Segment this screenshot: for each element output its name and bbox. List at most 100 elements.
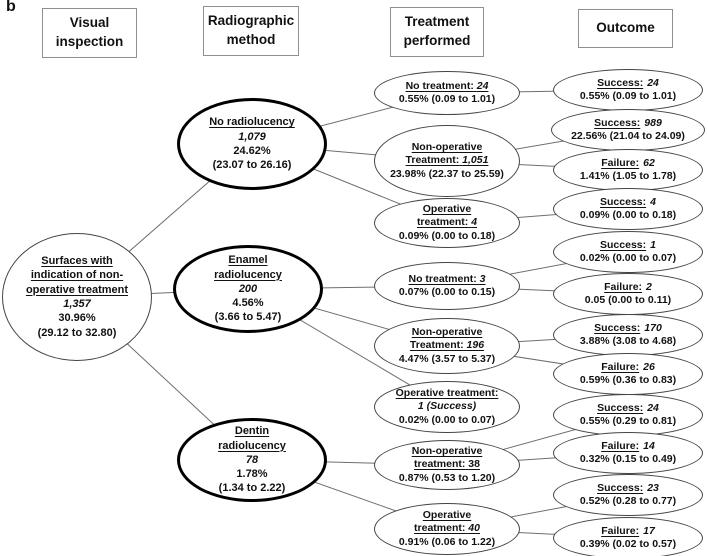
- node-stats: 0.39% (0.02 to 0.57): [579, 538, 677, 550]
- node-count: 2: [646, 280, 652, 293]
- node-stats: 0.09% (0.00 to 0.18): [398, 229, 496, 242]
- node-stats: 0.02% (0.00 to 0.07): [579, 252, 677, 264]
- node-count: 1: [650, 238, 656, 251]
- node-title: Success:170: [594, 321, 662, 334]
- node-title: indication of non-: [30, 269, 124, 282]
- node-count: 1,357: [63, 298, 91, 310]
- node-count: 24: [476, 79, 489, 92]
- treatment-node-no-treatment-3: No treatment: 3 0.07% (0.00 to 0.15): [374, 262, 520, 310]
- treatment-node-no-treatment-24: No treatment: 24 0.55% (0.09 to 1.01): [374, 71, 520, 115]
- treatment-node-non-operative-196: Non-operative Treatment: 196 4.47% (3.57…: [374, 318, 520, 374]
- treatment-node-non-operative-38: Non-operative treatment: 38 0.87% (0.53 …: [374, 440, 520, 490]
- node-stats: 0.07% (0.00 to 0.15): [398, 286, 496, 298]
- node-count: 3: [479, 272, 486, 285]
- node-count: 23: [647, 481, 659, 494]
- node-title: Operative treatment:: [395, 386, 499, 399]
- node-count: 14: [643, 439, 655, 452]
- node-stats: 0.05 (0.00 to 0.11): [584, 294, 672, 306]
- node-stats: 0.91% (0.06 to 1.22): [398, 535, 496, 548]
- node-count: 196: [466, 339, 485, 352]
- node-title: Surfaces with: [41, 255, 113, 268]
- outcome-node-success-170: Success:170 3.88% (3.08 to 4.68): [553, 314, 703, 356]
- node-stats: 0.59% (0.36 to 0.83): [579, 374, 677, 386]
- node-stats: 22.56% (21.04 to 24.09): [571, 130, 685, 142]
- node-percent: 1.78%: [236, 468, 268, 481]
- node-title: Success:24: [597, 76, 659, 89]
- outcome-node-failure-26: Failure:26 0.59% (0.36 to 0.83): [553, 353, 703, 395]
- node-count: 38: [468, 458, 480, 471]
- node-count: 1,051: [462, 154, 489, 167]
- node-ci: (1.34 to 2.22): [218, 482, 286, 495]
- node-stats: 3.88% (3.08 to 4.68): [579, 335, 677, 347]
- node-stats: 0.55% (0.09 to 1.01): [398, 93, 496, 105]
- radiographic-node-no-radiolucency: No radiolucency 1,079 24.62% (23.07 to 2…: [177, 98, 327, 190]
- node-title: Non-operative: [411, 444, 483, 457]
- node-title: treatment: 40: [414, 522, 480, 535]
- node-title: Failure:2: [604, 280, 652, 293]
- node-title: Failure:17: [601, 524, 655, 537]
- node-title: Operative: [422, 202, 472, 215]
- node-stats: 1.41% (1.05 to 1.78): [579, 170, 677, 182]
- node-title: Non-operative: [411, 140, 483, 153]
- node-title: Treatment: 1,051: [405, 154, 489, 167]
- treatment-node-operative-4: Operative treatment: 4 0.09% (0.00 to 0.…: [374, 198, 520, 248]
- outcome-node-failure-14: Failure:14 0.32% (0.15 to 0.49): [553, 432, 703, 474]
- node-title: radiolucency: [214, 268, 282, 281]
- radiographic-node-enamel-radiolucency: Enamel radiolucency 200 4.56% (3.66 to 5…: [173, 245, 323, 333]
- outcome-node-success-23: Success:23 0.52% (0.28 to 0.77): [553, 474, 703, 516]
- node-stats: 4.47% (3.57 to 5.37): [398, 352, 496, 365]
- treatment-node-operative-1-success: Operative treatment: 1 (Success) 0.02% (…: [374, 381, 520, 433]
- node-title: operative treatment: [25, 283, 129, 296]
- treatment-node-non-operative-1051: Non-operative Treatment: 1,051 23.98% (2…: [374, 125, 520, 197]
- node-count: 24: [647, 401, 659, 414]
- radiographic-node-dentin-radiolucency: Dentin radiolucency 78 1.78% (1.34 to 2.…: [177, 418, 327, 502]
- node-percent: 4.56%: [232, 297, 264, 310]
- outcome-node-success-4: Success:4 0.09% (0.00 to 0.18): [553, 188, 703, 230]
- node-count: 62: [643, 156, 655, 169]
- treatment-node-operative-40: Operative treatment: 40 0.91% (0.06 to 1…: [374, 503, 520, 555]
- header-label: Visual inspection: [55, 15, 124, 49]
- node-title: treatment: 38: [414, 458, 480, 471]
- node-count: 1,079: [238, 130, 266, 143]
- node-ci: (23.07 to 26.16): [212, 159, 292, 172]
- node-title: treatment: 4: [416, 216, 478, 229]
- node-title: Operative: [422, 508, 472, 521]
- node-title: No radiolucency: [209, 116, 295, 129]
- node-title: Success:4: [600, 195, 656, 208]
- header-label: Outcome: [596, 20, 655, 36]
- node-title: Failure:62: [601, 156, 655, 169]
- node-stats: 0.87% (0.53 to 1.20): [398, 471, 496, 484]
- node-stats: 0.02% (0.00 to 0.07): [398, 413, 496, 426]
- node-count: 1 (Success): [417, 400, 477, 413]
- node-count: 170: [644, 321, 662, 334]
- header-radiographic-method: Radiographic method: [203, 6, 299, 56]
- node-count: 4: [650, 195, 656, 208]
- header-visual-inspection: Visual inspection: [42, 8, 137, 58]
- node-title: Success:989: [594, 116, 662, 129]
- node-count: 200: [238, 282, 258, 295]
- node-count: 24: [647, 76, 659, 89]
- node-count: 989: [644, 116, 662, 129]
- node-percent: 30.96%: [58, 312, 96, 325]
- node-count: 4: [471, 216, 478, 229]
- outcome-node-success-1: Success:1 0.02% (0.00 to 0.07): [553, 231, 703, 273]
- node-title: Dentin: [234, 425, 270, 438]
- node-title: Failure:26: [601, 360, 655, 373]
- header-outcome: Outcome: [578, 9, 673, 48]
- outcome-node-failure-17: Failure:17 0.39% (0.02 to 0.57): [553, 517, 703, 556]
- outcome-node-failure-2: Failure:2 0.05 (0.00 to 0.11): [553, 273, 703, 315]
- header-treatment-performed: Treatment performed: [390, 7, 484, 57]
- node-title: Success:24: [597, 401, 659, 414]
- visual-inspection-node: Surfaces with indication of non- operati…: [2, 233, 152, 361]
- node-stats: 0.55% (0.09 to 1.01): [579, 90, 677, 102]
- outcome-node-success-24b: Success:24 0.55% (0.29 to 0.81): [553, 394, 703, 436]
- outcome-node-failure-62: Failure:62 1.41% (1.05 to 1.78): [553, 149, 703, 191]
- node-stats: 0.32% (0.15 to 0.49): [579, 453, 677, 465]
- node-count: 17: [643, 524, 655, 537]
- outcome-node-success-24a: Success:24 0.55% (0.09 to 1.01): [553, 69, 703, 111]
- node-title: No treatment: 3: [408, 272, 486, 285]
- node-ci: (3.66 to 5.47): [214, 311, 282, 324]
- node-title: Treatment: 196: [409, 339, 485, 352]
- node-title: Non-operative: [411, 325, 483, 338]
